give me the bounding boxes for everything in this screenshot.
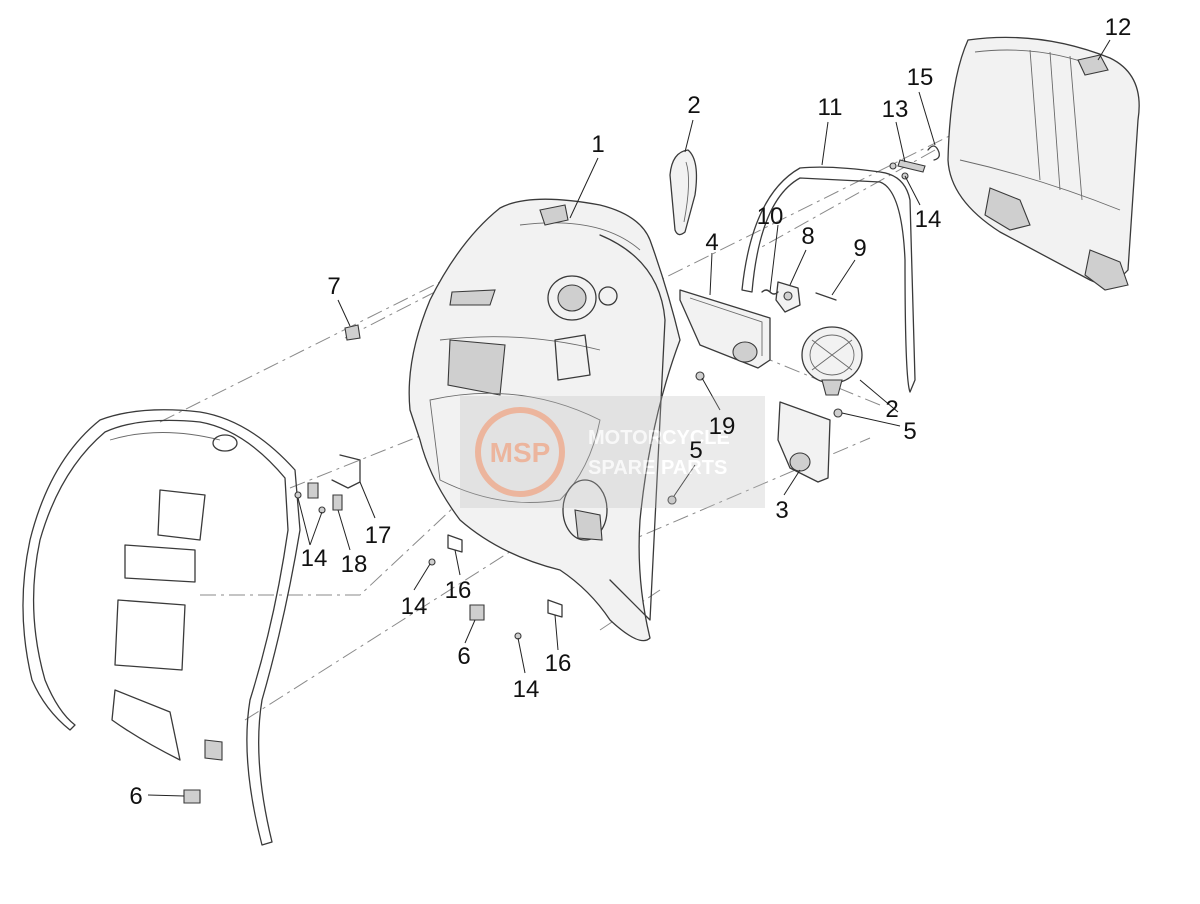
callout-19: 19 — [709, 413, 736, 440]
part-16-bracket-left — [447, 534, 463, 553]
callout-18: 18 — [341, 551, 368, 578]
callout-11: 11 — [818, 94, 843, 121]
callout-16-right: 16 — [545, 650, 572, 677]
leader-lines — [147, 39, 1111, 797]
callout-8: 8 — [801, 223, 814, 250]
part-14-plate — [307, 482, 319, 499]
callout-17: 17 — [365, 522, 392, 549]
watermark-band — [460, 396, 765, 508]
callout-13: 13 — [882, 96, 909, 123]
part-7-clip — [344, 324, 361, 341]
part-5-screw-center — [667, 495, 677, 505]
part-12-leg-shield-top — [947, 36, 1140, 291]
part-9-pin — [815, 292, 837, 301]
part-15-spring — [927, 145, 940, 161]
part-11-trim-profile — [741, 166, 916, 393]
part-14-screw-5 — [889, 162, 897, 170]
part-2-round-cover — [801, 326, 863, 396]
callout-16-left: 16 — [445, 577, 472, 604]
callout-14-center-left: 14 — [401, 593, 428, 620]
callout-6-lower-left: 6 — [129, 783, 142, 810]
part-14-screw-3 — [428, 558, 436, 566]
callout-6-center: 6 — [457, 643, 470, 670]
part-8-lock — [775, 281, 801, 313]
callout-9: 9 — [853, 235, 866, 262]
part-2-badge-upper — [669, 149, 698, 236]
part-13-plate — [897, 159, 926, 173]
callout-numbers: 1 2 2 3 4 5 5 6 6 7 8 9 10 11 12 13 14 1… — [129, 14, 1131, 810]
watermark-logo-text: MSP — [490, 437, 551, 468]
callout-14-top-right: 14 — [915, 206, 942, 233]
callout-1: 1 — [591, 131, 604, 158]
watermark-logo-ring — [475, 407, 565, 497]
callout-2-upper: 2 — [687, 92, 700, 119]
part-18-plate — [332, 494, 343, 511]
fasteners — [183, 145, 940, 804]
watermark-line2: SPARE PARTS — [588, 457, 727, 479]
part-17-bracket — [331, 454, 361, 489]
callout-4: 4 — [705, 229, 718, 256]
callout-10: 10 — [757, 203, 784, 230]
callout-14-center: 14 — [513, 676, 540, 703]
watermark: MSP MOTORCYCLE SPARE PARTS — [460, 396, 765, 508]
part-3-small-cover — [777, 401, 831, 483]
callout-3: 3 — [775, 497, 788, 524]
watermark-line1: MOTORCYCLE — [588, 427, 730, 449]
part-4-glovebox-door — [679, 289, 771, 369]
callout-14-left: 14 — [301, 545, 328, 572]
part-16-bracket-right — [547, 599, 563, 618]
part-6-clip-lower-left — [183, 789, 201, 804]
part-5-screw-right — [833, 408, 843, 418]
part-6-clip-center — [469, 604, 485, 621]
callout-12: 12 — [1105, 14, 1132, 41]
callout-2-lower: 2 — [885, 396, 898, 423]
callout-15: 15 — [907, 64, 934, 91]
part-14-screw-1 — [294, 491, 302, 499]
callout-5-right: 5 — [903, 418, 916, 445]
callout-5-center: 5 — [689, 437, 702, 464]
leg-shield-front-frame — [22, 409, 301, 846]
callout-7: 7 — [327, 273, 340, 300]
